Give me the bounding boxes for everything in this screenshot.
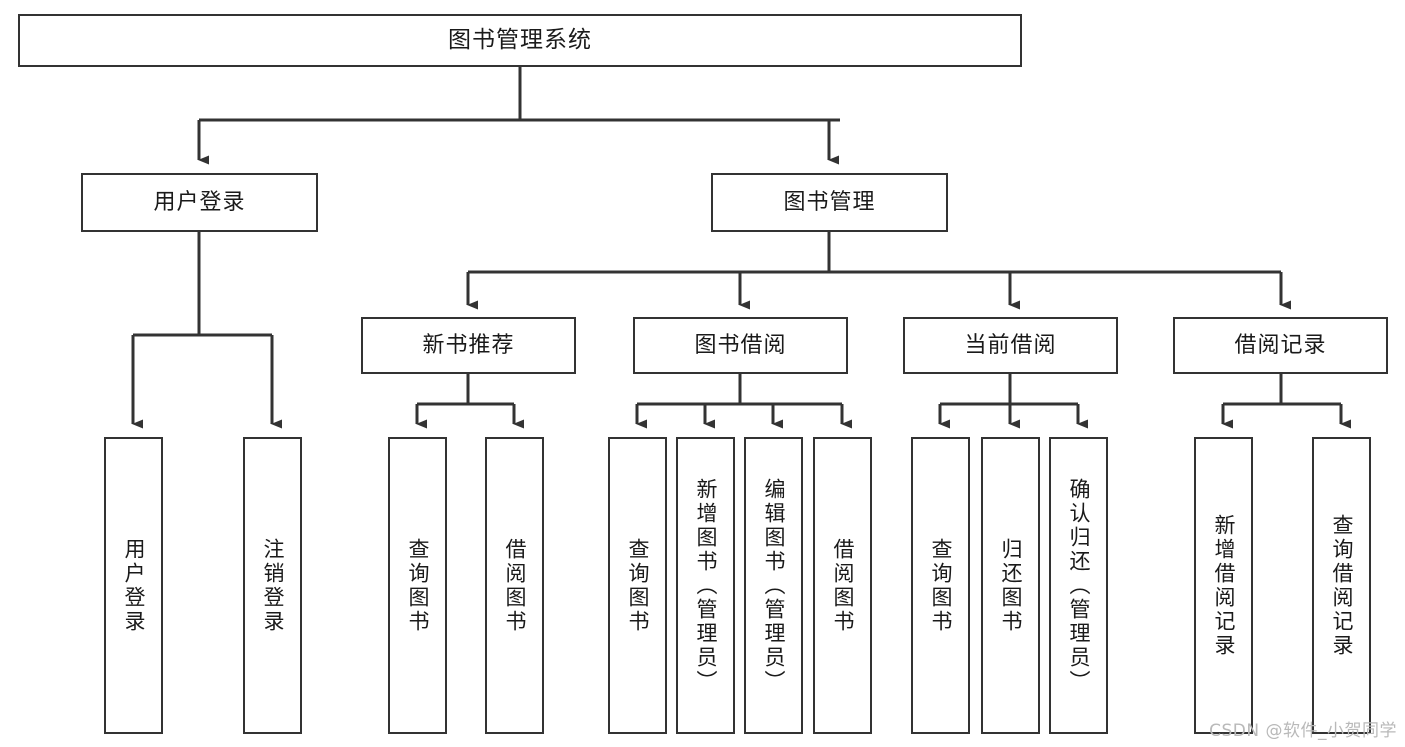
leaf-book-borrow-query-book[interactable]: 查询图书 bbox=[608, 437, 667, 734]
leaf-user-login-logout[interactable]: 注销登录 bbox=[243, 437, 302, 734]
leaf-current-borrow-return-book[interactable]: 归还图书 bbox=[981, 437, 1040, 734]
leaf-book-borrow-add-book-admin[interactable]: 新增图书（管理员） bbox=[676, 437, 735, 734]
node-label: 确认归还（管理员） bbox=[1067, 477, 1091, 694]
node-label: 新书推荐 bbox=[422, 332, 515, 358]
node-label: 编辑图书（管理员） bbox=[762, 477, 786, 694]
node-label: 查询借阅记录 bbox=[1330, 513, 1354, 658]
leaf-new-book-borrow-book[interactable]: 借阅图书 bbox=[485, 437, 544, 734]
node-label: 注销登录 bbox=[261, 537, 285, 634]
node-borrow-record[interactable]: 借阅记录 bbox=[1173, 317, 1388, 374]
node-label: 当前借阅 bbox=[964, 332, 1057, 358]
node-label: 用户登录 bbox=[122, 537, 146, 634]
leaf-book-borrow-edit-book-admin[interactable]: 编辑图书（管理员） bbox=[744, 437, 803, 734]
leaf-borrow-record-add-record[interactable]: 新增借阅记录 bbox=[1194, 437, 1253, 734]
node-root-book-management-system[interactable]: 图书管理系统 bbox=[18, 14, 1022, 67]
node-label: 借阅记录 bbox=[1234, 332, 1327, 358]
node-label: 归还图书 bbox=[999, 537, 1023, 634]
leaf-user-login-login[interactable]: 用户登录 bbox=[104, 437, 163, 734]
node-label: 查询图书 bbox=[626, 537, 650, 634]
leaf-borrow-record-query-record[interactable]: 查询借阅记录 bbox=[1312, 437, 1371, 734]
node-book-management[interactable]: 图书管理 bbox=[711, 173, 948, 232]
leaf-current-borrow-confirm-return-admin[interactable]: 确认归还（管理员） bbox=[1049, 437, 1108, 734]
node-label: 图书管理系统 bbox=[448, 26, 592, 53]
node-label: 查询图书 bbox=[929, 537, 953, 634]
node-user-login[interactable]: 用户登录 bbox=[81, 173, 318, 232]
node-label: 新增图书（管理员） bbox=[694, 477, 718, 694]
node-current-borrow[interactable]: 当前借阅 bbox=[903, 317, 1118, 374]
node-label: 图书借阅 bbox=[694, 332, 787, 358]
node-new-book-recommend[interactable]: 新书推荐 bbox=[361, 317, 576, 374]
node-label: 新增借阅记录 bbox=[1212, 513, 1236, 658]
leaf-book-borrow-borrow-book[interactable]: 借阅图书 bbox=[813, 437, 872, 734]
node-label: 借阅图书 bbox=[503, 537, 527, 634]
node-label: 用户登录 bbox=[153, 189, 246, 215]
node-label: 查询图书 bbox=[406, 537, 430, 634]
node-book-borrow[interactable]: 图书借阅 bbox=[633, 317, 848, 374]
node-label: 借阅图书 bbox=[831, 537, 855, 634]
leaf-new-book-query-book[interactable]: 查询图书 bbox=[388, 437, 447, 734]
leaf-current-borrow-query-book[interactable]: 查询图书 bbox=[911, 437, 970, 734]
node-label: 图书管理 bbox=[783, 189, 876, 215]
